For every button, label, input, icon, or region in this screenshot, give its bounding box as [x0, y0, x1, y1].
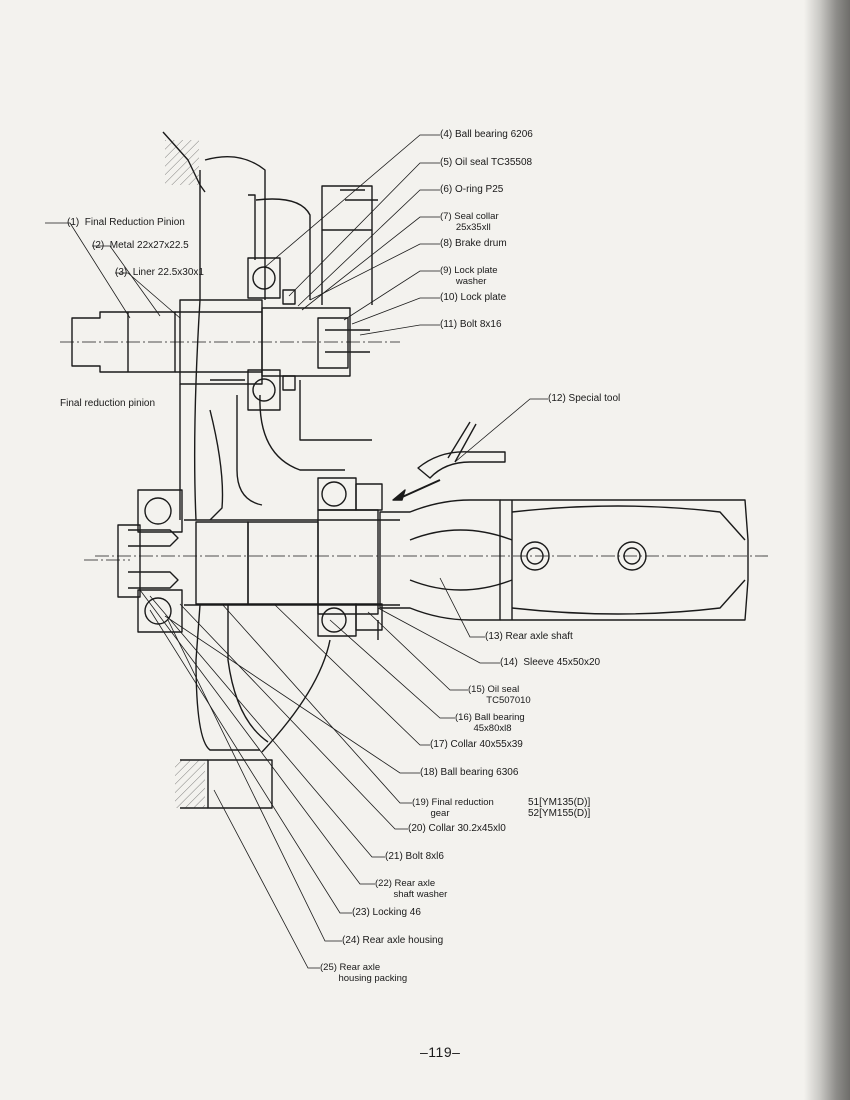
callout-seal-collar: (7) Seal collar 25x35xll [440, 211, 499, 233]
callout-ball-bearing-6306: (18) Ball bearing 6306 [420, 767, 519, 778]
callout-lock-plate-washer: (9) Lock plate washer [440, 265, 498, 287]
callout-oil-seal-tc35508: (5) Oil seal TC35508 [440, 157, 533, 168]
callout-rear-axle-housing: (24) Rear axle housing [342, 935, 444, 946]
callout-liner: (3) Liner 22.5x30x1 [115, 267, 204, 278]
scan-shadow-edge [804, 0, 850, 1100]
callout-bolt-8x16: (11) Bolt 8x16 [440, 319, 502, 330]
callout-ball-bearing-45x80: (16) Ball bearing 45x80xl8 [455, 712, 525, 734]
callout-oil-seal-tc507010: (15) Oil seal TC507010 [468, 684, 531, 706]
callout-sleeve: (14) Sleeve 45x50x20 [500, 657, 601, 668]
callout-special-tool: (12) Special tool [548, 393, 621, 404]
side-label-final-reduction-pinion: Final reduction pinion [60, 398, 156, 409]
callout-rear-axle-shaft-washer: (22) Rear axle shaft washer [375, 878, 448, 900]
callout-metal: (2) Metal 22x27x22.5 [92, 240, 189, 251]
callout-rear-axle-housing-packing: (25) Rear axle housing packing [320, 962, 408, 984]
callout-lock-plate: (10) Lock plate [440, 292, 507, 303]
callout-gear-teeth-models: 51[YM135(D)] 52[YM155(D)] [528, 797, 591, 819]
callout-collar-30: (20) Collar 30.2x45xl0 [408, 823, 506, 834]
callout-ball-bearing-6206: (4) Ball bearing 6206 [440, 129, 533, 140]
callout-o-ring: (6) O-ring P25 [440, 184, 504, 195]
page-number: –119– [420, 1044, 461, 1060]
callout-final-reduction-pinion: (1) Final Reduction Pinion [67, 217, 185, 228]
callout-brake-drum: (8) Brake drum [440, 238, 507, 249]
callout-locking-46: (23) Locking 46 [352, 907, 421, 918]
callout-rear-axle-shaft: (13) Rear axle shaft [485, 631, 573, 642]
callout-bolt-8x16-lower: (21) Bolt 8xl6 [385, 851, 444, 862]
callout-collar-40x55x39: (17) Collar 40x55x39 [430, 739, 523, 750]
callout-final-reduction-gear: (19) Final reduction gear [412, 797, 494, 819]
